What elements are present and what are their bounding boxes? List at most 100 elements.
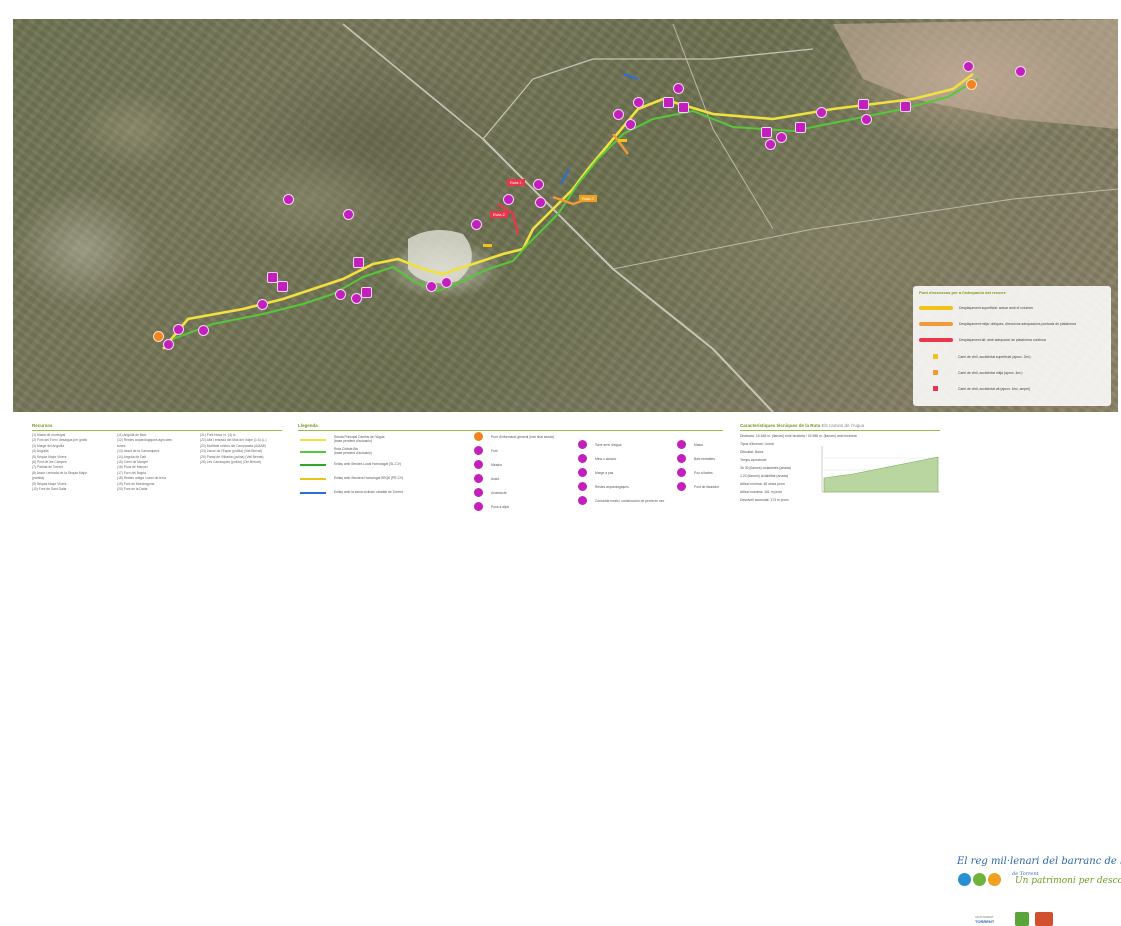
poi-marker-icon[interactable] bbox=[198, 325, 209, 336]
poi-marker-icon[interactable] bbox=[163, 339, 174, 350]
poi-marker-icon[interactable] bbox=[426, 281, 437, 292]
aerial-map[interactable]: Ruta 1 Ruta 2 Ruta 3 Punt d'accessos per… bbox=[13, 19, 1118, 412]
characteristics-line: Tipus d'itinerari: Lineal bbox=[740, 442, 774, 446]
road bbox=[612, 188, 1118, 270]
link-yellow-swatch bbox=[300, 477, 326, 480]
poi-marker-icon[interactable] bbox=[625, 119, 636, 130]
elevation-profile bbox=[821, 446, 940, 493]
recursos-col-3: (21) Font Nova i c. (4) iv. (22) Alfa i … bbox=[200, 433, 267, 465]
poi-marker-icon[interactable] bbox=[900, 101, 911, 112]
info-icon bbox=[474, 432, 483, 441]
poi-marker-icon[interactable] bbox=[613, 109, 624, 120]
water-logo-icon bbox=[958, 873, 971, 886]
recurso-item: (18) Restes antiga i camí de terra bbox=[117, 476, 166, 481]
legend-route-row: Senda Principal Camins de l'Aigua(base p… bbox=[300, 435, 384, 443]
water-tower-icon bbox=[578, 440, 587, 449]
poi-marker-icon[interactable] bbox=[776, 132, 787, 143]
access-low-marker[interactable] bbox=[483, 244, 492, 247]
access-legend-text: Camí de vinil, accidentat alt (aprox. 6m… bbox=[958, 386, 1030, 391]
poi-marker-icon[interactable] bbox=[277, 281, 288, 292]
poi-marker-icon[interactable] bbox=[335, 289, 346, 300]
route-principal-line[interactable] bbox=[162, 247, 524, 350]
poi-marker-icon[interactable] bbox=[361, 287, 372, 298]
poi-marker-icon[interactable] bbox=[1015, 66, 1026, 77]
poi-marker-icon[interactable] bbox=[633, 97, 644, 108]
poi-marker-icon[interactable] bbox=[861, 114, 872, 125]
poi-marker-icon[interactable] bbox=[858, 99, 869, 110]
poi-marker-icon[interactable] bbox=[503, 194, 514, 205]
access-high-square bbox=[933, 386, 938, 391]
access-legend-box: Punt d'accessos per a l'adequació del re… bbox=[913, 286, 1111, 406]
poi-marker-icon[interactable] bbox=[678, 102, 689, 113]
legend-symbol-label: Conradde rurals i construcción de pedra … bbox=[595, 498, 665, 503]
poi-marker-icon[interactable] bbox=[441, 277, 452, 288]
poi-marker-icon[interactable] bbox=[351, 293, 362, 304]
access-legend-row: Desplaçament mitjà: obliques, direccions… bbox=[919, 322, 1076, 326]
link-blue-line[interactable] bbox=[560, 168, 570, 185]
legend-symbol: Font bbox=[474, 446, 498, 455]
recurso-item: (16) Pous de Manyel bbox=[117, 465, 148, 470]
legend-route-line2: (base pendent d'actuació) bbox=[334, 438, 372, 443]
legend-route-line2: (base pendent d'actuació) bbox=[334, 450, 372, 455]
characteristics-line: 3h 30 (llarues) ciclaoletes (anada) bbox=[740, 466, 792, 470]
access-high-segment[interactable] bbox=[497, 203, 520, 235]
road bbox=[672, 23, 774, 230]
poi-marker-icon[interactable] bbox=[673, 83, 684, 94]
characteristics-line: Desnivell acumulat: 173 m prom bbox=[740, 498, 789, 502]
poi-marker-icon[interactable] bbox=[535, 197, 546, 208]
info-point-icon[interactable] bbox=[966, 79, 977, 90]
info-point-icon[interactable] bbox=[153, 331, 164, 342]
poi-marker-icon[interactable] bbox=[663, 97, 674, 108]
access-legend-text: Desplaçament superficial: actuar amb el … bbox=[959, 306, 1034, 310]
mill-icon bbox=[578, 454, 587, 463]
poi-marker-icon[interactable] bbox=[765, 139, 776, 150]
ajuntament-logo: AJUNTAMENT TORRENT bbox=[975, 912, 1011, 926]
access-legend-title: Punt d'accessos per a l'adequació del re… bbox=[919, 290, 1006, 295]
poi-marker-icon[interactable] bbox=[471, 219, 482, 230]
poi-marker-icon[interactable] bbox=[533, 179, 544, 190]
legend-symbol-label: Mirador bbox=[491, 462, 503, 467]
legend-symbol-label: Mina o alcavor bbox=[595, 456, 617, 461]
route-bis-line[interactable] bbox=[172, 243, 529, 340]
access-mid-segment[interactable] bbox=[612, 133, 629, 155]
access-legend-row: Camí de vinil, accidentat alt (aprox. 6m… bbox=[919, 386, 1030, 391]
access-legend-text: Desplaçament alt: amb adequació de plata… bbox=[959, 338, 1046, 342]
divider bbox=[298, 430, 723, 431]
poi-marker-icon[interactable] bbox=[963, 61, 974, 72]
poi-marker-icon[interactable] bbox=[257, 299, 268, 310]
poi-marker-icon[interactable] bbox=[761, 127, 772, 138]
poi-marker-icon[interactable] bbox=[343, 209, 354, 220]
access-high-swatch bbox=[919, 338, 953, 342]
legend-route-text: Ruta Ciclista Bis(base pendent d'actuaci… bbox=[334, 447, 372, 455]
map-route-label: Ruta 3 bbox=[579, 195, 597, 202]
legend-symbol-label: Masia bbox=[694, 442, 703, 447]
access-legend-row: Desplaçament superficial: actuar amb el … bbox=[919, 306, 1033, 310]
highway-road bbox=[482, 138, 774, 412]
link-blue-line[interactable] bbox=[622, 73, 639, 80]
access-low-marker[interactable] bbox=[618, 139, 627, 142]
legend-route-row: Enllaç amb Sendes Local Homologat (SL-CV… bbox=[300, 462, 401, 467]
recurso-item: (7) Partida de Torrent bbox=[32, 465, 64, 470]
legend-symbol-label: Pous a aljub bbox=[491, 504, 510, 509]
divider bbox=[32, 430, 282, 431]
characteristics-line: Distància: 16.168 m. (llarues) emb bicic… bbox=[740, 434, 857, 438]
poi-marker-icon[interactable] bbox=[173, 324, 184, 335]
access-low-swatch bbox=[919, 306, 953, 310]
poi-marker-icon[interactable] bbox=[283, 194, 294, 205]
poi-marker-icon[interactable] bbox=[353, 257, 364, 268]
green-logo-icon bbox=[1015, 912, 1029, 926]
poi-marker-icon[interactable] bbox=[267, 272, 278, 283]
legend-symbol-label: Assut bbox=[491, 476, 500, 481]
legend-symbol-label: Torre arrel d'aigua bbox=[595, 442, 622, 447]
recurso-item: (25) Partal de Vilbadia (polida) (Vall B… bbox=[200, 454, 264, 459]
map-route-label: Ruta 2 bbox=[490, 211, 508, 218]
legend-symbol: Pous a aljub bbox=[474, 502, 509, 511]
recurso-item: (21) Font Nova i c. (4) iv. bbox=[200, 433, 237, 437]
legend-symbol: Acueducte bbox=[474, 488, 507, 497]
legend-symbol-label: Font bbox=[491, 448, 498, 453]
recurso-item: (5) Séquia Major Vivers bbox=[32, 454, 67, 459]
legend-symbol-label: Pont de llaurador bbox=[694, 484, 720, 489]
poi-marker-icon[interactable] bbox=[795, 122, 806, 133]
legend-route-line1: Enllaç amb la xarxa ciclista i ciclable … bbox=[334, 490, 403, 494]
poi-marker-icon[interactable] bbox=[816, 107, 827, 118]
